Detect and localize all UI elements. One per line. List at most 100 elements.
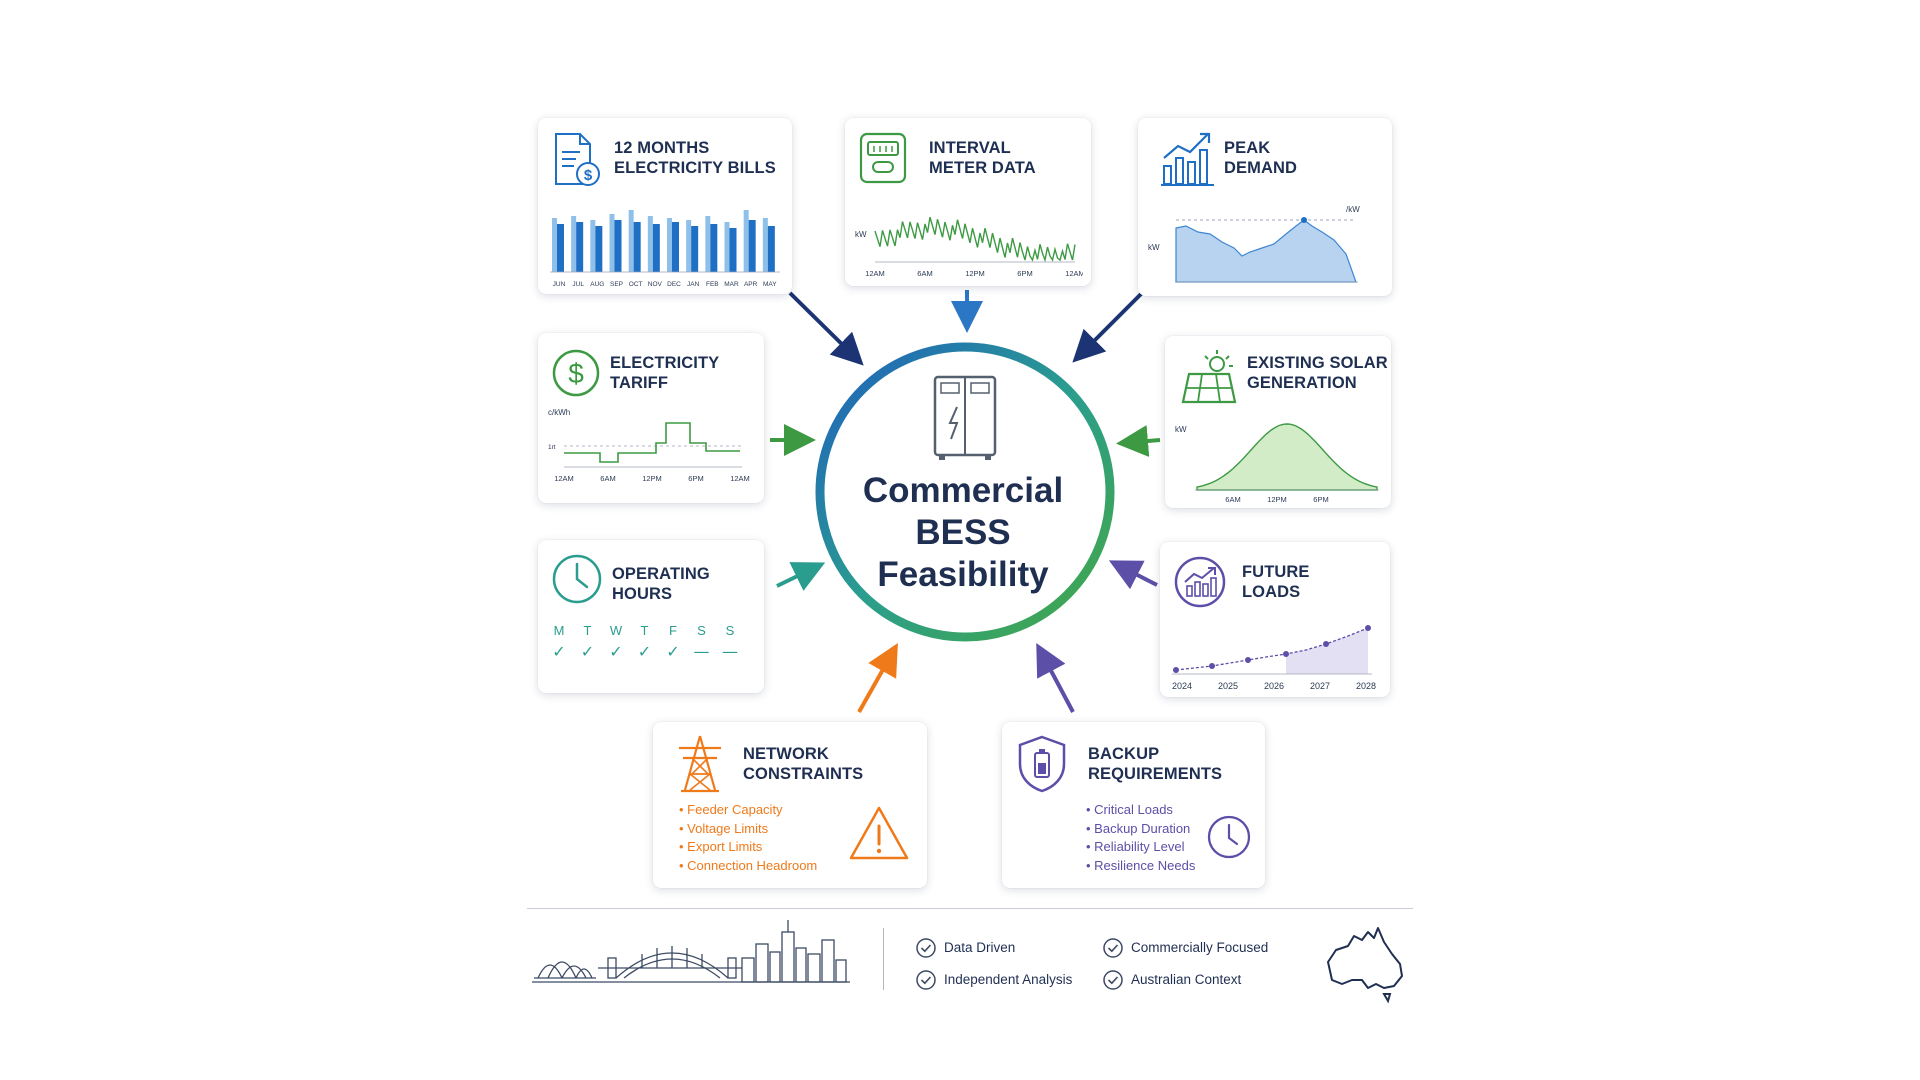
check-circle-icon: [916, 970, 936, 990]
australia-map-icon: [1327, 927, 1403, 1004]
x-tick-label: 12AM: [730, 474, 750, 483]
month-tick-label: JUN: [553, 281, 566, 288]
meter-series-line: [874, 216, 1076, 263]
bill-bar: [614, 220, 622, 272]
weekday-label: M: [553, 623, 565, 638]
day-check-mark: ✓: [609, 642, 623, 661]
y-unit-label: kW: [855, 230, 867, 239]
month-tick-label: FEB: [706, 281, 719, 288]
weekday-column: M✓: [548, 622, 570, 664]
bill-bar: [595, 226, 603, 272]
backup-requirements-list: Critical LoadsBackup DurationReliability…: [1086, 801, 1195, 875]
future-load-point: [1173, 667, 1179, 673]
bill-bar-light: [628, 210, 634, 272]
solar-panel-icon: [1181, 350, 1237, 404]
arrow-backup: [1036, 642, 1075, 713]
footer-divider: [527, 908, 1413, 909]
weekday-label: F: [669, 623, 677, 638]
backup-requirement-item: Resilience Needs: [1086, 857, 1195, 876]
backup-requirement-item: Critical Loads: [1086, 801, 1195, 820]
x-tick-label: 12AM: [1065, 269, 1083, 278]
x-tick-label: 6AM: [1225, 495, 1240, 504]
x-tick-label: 6AM: [600, 474, 615, 483]
tariff-step-line: [564, 422, 740, 463]
card-title: ELECTRICITY TARIFF: [610, 354, 720, 392]
future-load-point: [1245, 657, 1251, 663]
bill-bar: [710, 224, 718, 272]
day-dash-mark: —: [722, 642, 738, 661]
peak-marker: [1301, 217, 1307, 223]
day-dash-mark: —: [693, 642, 710, 661]
bill-bar: [748, 220, 756, 272]
card-title: PEAK DEMAND: [1224, 139, 1298, 177]
bill-bar: [557, 224, 564, 272]
y-unit-label: c/kWh: [548, 408, 570, 417]
svg-text:$: $: [568, 358, 584, 389]
card-backup-requirements: BACKUP REQUIREMENTS Critical LoadsBackup…: [1002, 722, 1265, 888]
card-title: INTERVAL METER DATA: [929, 139, 1036, 177]
bill-bar: [691, 226, 699, 272]
reference-label: 1rt: [548, 444, 556, 451]
year-tick-label: 2025: [1218, 681, 1238, 691]
future-load-point: [1365, 625, 1371, 631]
year-tick-label: 2024: [1172, 681, 1192, 691]
growth-chart-circle-icon: [1174, 556, 1226, 608]
bill-bar-light: [647, 216, 653, 272]
network-constraint-item: Export Limits: [679, 838, 817, 857]
weekday-label: S: [697, 623, 706, 638]
year-tick-label: 2028: [1356, 681, 1376, 691]
bill-bar-light: [705, 216, 711, 272]
bill-bar: [633, 222, 641, 272]
hub-title-line-3: Feasibility: [877, 555, 1049, 594]
card-network-constraints: NETWORK CONSTRAINTS Feeder CapacityVolta…: [653, 722, 927, 888]
bill-bar: [652, 224, 660, 272]
card-title: BACKUP REQUIREMENTS: [1088, 745, 1223, 783]
bill-bar: [767, 226, 775, 272]
weekday-column: T✓: [577, 622, 599, 664]
y-unit-label: kW: [1175, 425, 1187, 434]
month-tick-label: DEC: [667, 281, 681, 288]
card-title: EXISTING SOLAR GENERATION: [1247, 354, 1388, 392]
network-constraint-item: Feeder Capacity: [679, 801, 817, 820]
bill-bar-light: [571, 216, 577, 272]
check-circle-icon: [916, 938, 936, 958]
weekday-label: W: [609, 623, 623, 638]
weekday-column: S—: [719, 622, 741, 664]
shield-battery-icon: [1018, 735, 1066, 793]
weekday-label: T: [583, 623, 592, 638]
bill-bar-light: [552, 218, 557, 272]
hub-title: Commercial BESS Feasibility: [843, 470, 1083, 596]
weekday-column: F✓: [662, 622, 684, 664]
forecast-region: [1286, 628, 1368, 674]
hub-title-line-2: BESS: [915, 513, 1011, 552]
month-tick-label: APR: [744, 281, 758, 288]
day-check-mark: ✓: [580, 642, 595, 661]
x-tick-label: 6PM: [1017, 269, 1032, 278]
future-load-point: [1283, 651, 1289, 657]
battery-cabinet-icon: [933, 375, 997, 460]
x-tick-label: 12PM: [642, 474, 662, 483]
year-tick-label: 2026: [1264, 681, 1284, 691]
month-tick-label: AUG: [590, 281, 604, 288]
day-check-mark: ✓: [666, 642, 680, 661]
clock-icon: [552, 554, 602, 604]
x-tick-label: 6PM: [688, 474, 703, 483]
day-check-mark: ✓: [552, 642, 566, 661]
y-unit-label: kW: [1148, 243, 1160, 252]
arrow-network: [857, 643, 898, 713]
smart-meter-icon: [859, 132, 907, 184]
weekday-label: S: [725, 623, 735, 638]
weekday-column: T✓: [634, 622, 656, 664]
bill-bar-light: [686, 220, 692, 272]
future-load-point: [1209, 663, 1215, 669]
check-circle-icon: [1103, 970, 1123, 990]
